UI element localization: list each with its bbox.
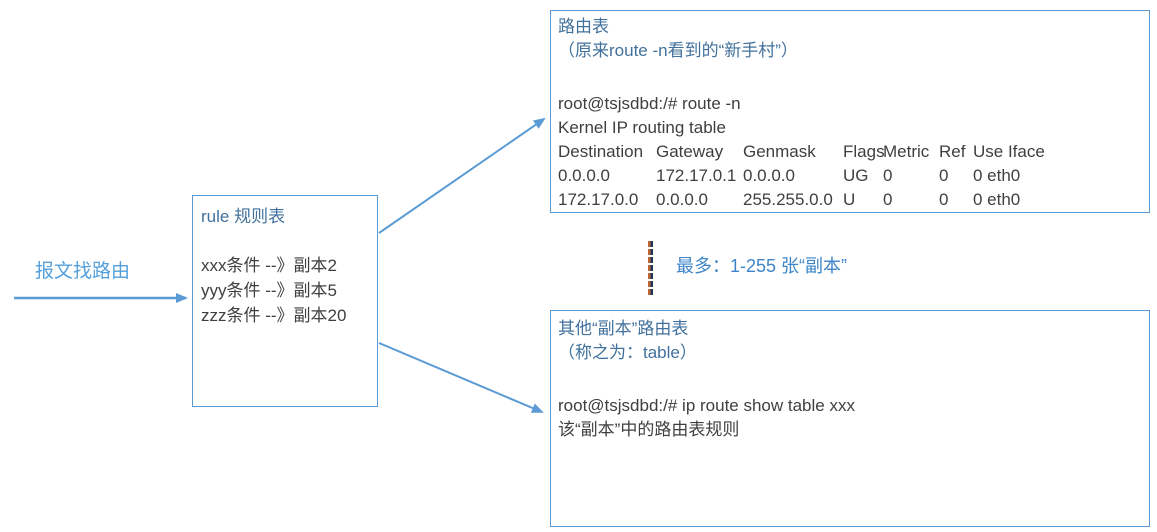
routing-table-row: 172.17.0.0 0.0.0.0 255.255.0.0 U 0 0 0 e… xyxy=(558,188,1149,212)
arrow-rule-to-main-table xyxy=(378,117,546,234)
spacer xyxy=(558,365,1149,389)
cell: 0.0.0.0 xyxy=(558,166,610,185)
col-header: Use Iface xyxy=(973,142,1045,161)
col-header: Destination xyxy=(558,142,644,161)
dotted-connector xyxy=(648,241,653,295)
dot xyxy=(648,281,653,287)
cell: 0 xyxy=(939,166,949,185)
other-box-description: 该“副本”中的路由表规则 xyxy=(558,420,740,439)
cell: 172.17.0.0 xyxy=(558,190,639,209)
dot xyxy=(648,289,653,295)
route-n-command: root@tsjsdbd:/# route -n xyxy=(558,94,741,113)
rule-box-title: rule 规则表 xyxy=(201,207,286,226)
rule-item-list: xxx条件 --》副本2 yyy条件 --》副本5 zzz条件 --》副本20 xyxy=(201,253,371,328)
cell: 172.17.0.1 xyxy=(656,166,737,185)
main-box-subtitle: （原来route -n看到的“新手村”） xyxy=(558,41,798,60)
col-header: Metric xyxy=(883,142,930,161)
cell: 0 xyxy=(883,190,893,209)
dot xyxy=(648,241,653,247)
rule-item: xxx条件 --》副本2 xyxy=(201,256,337,275)
other-route-table-box: 其他“副本”路由表 （称之为：table） root@tsjsdbd:/# ip… xyxy=(550,310,1150,527)
cell: 0 eth0 xyxy=(973,166,1021,185)
cell: 0 xyxy=(939,190,949,209)
main-box-title: 路由表 xyxy=(558,17,609,36)
main-route-table-box: 路由表 （原来route -n看到的“新手村”） root@tsjsdbd:/#… xyxy=(550,10,1150,213)
cell: 0 eth0 xyxy=(973,190,1021,209)
cell: 255.255.0.0 xyxy=(743,190,833,209)
col-header: Ref xyxy=(939,142,966,161)
col-header: Genmask xyxy=(743,142,816,161)
rule-item: yyy条件 --》副本5 xyxy=(201,281,337,300)
spacer xyxy=(558,63,1149,87)
other-box-subtitle: （称之为：table） xyxy=(558,343,697,362)
cell: 0.0.0.0 xyxy=(743,166,795,185)
cell: 0 xyxy=(883,166,893,185)
cell: U xyxy=(843,190,856,209)
routing-table-header-row: Destination Gateway Genmask Flags Metric… xyxy=(558,140,1149,164)
dot xyxy=(648,265,653,271)
dot xyxy=(648,273,653,279)
routing-table-row: 0.0.0.0 172.17.0.1 0.0.0.0 UG 0 0 0 eth0 xyxy=(558,164,1149,188)
routing-table-caption: Kernel IP routing table xyxy=(558,118,726,137)
cell: 0.0.0.0 xyxy=(656,190,708,209)
max-copies-note: 最多：1-255 张“副本” xyxy=(676,256,848,276)
cell: UG xyxy=(843,166,869,185)
col-header: Gateway xyxy=(656,142,724,161)
ip-route-show-command: root@tsjsdbd:/# ip route show table xxx xyxy=(558,396,855,415)
packet-lookup-label: 报文找路由 xyxy=(35,261,131,282)
arrow-rule-to-other-table xyxy=(378,342,544,413)
dot xyxy=(648,249,653,255)
rule-item: zzz条件 --》副本20 xyxy=(201,306,347,325)
col-header: Flags xyxy=(843,142,885,161)
dot xyxy=(648,257,653,263)
other-box-title: 其他“副本”路由表 xyxy=(558,319,689,338)
rule-table-box: rule 规则表 xxx条件 --》副本2 yyy条件 --》副本5 zzz条件… xyxy=(192,195,378,407)
